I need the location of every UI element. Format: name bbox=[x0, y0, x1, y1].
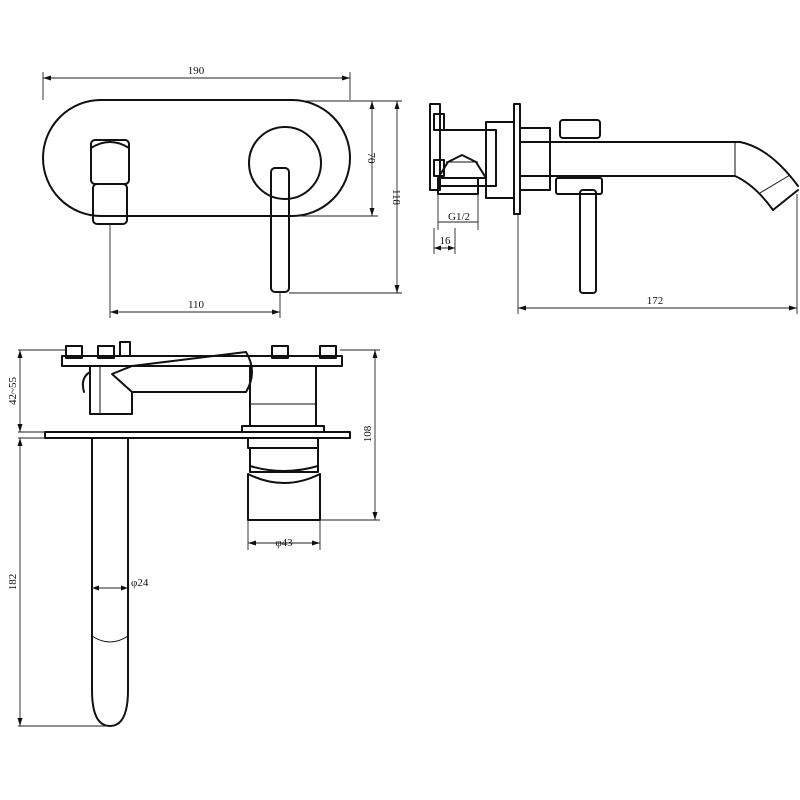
dim-spout-length-text: 182 bbox=[7, 574, 19, 591]
side-inlet-hex bbox=[437, 154, 487, 179]
top-mixer-body bbox=[249, 365, 317, 427]
top-connecting-pipe bbox=[131, 351, 253, 393]
dim-thread-text: G1/2 bbox=[448, 211, 470, 223]
dim-width-text: 190 bbox=[188, 65, 205, 77]
side-view: G1/2 16 172 bbox=[429, 103, 799, 314]
side-body bbox=[519, 127, 551, 191]
front-spout-outlet bbox=[92, 183, 128, 225]
front-handle-disc bbox=[248, 126, 322, 200]
dim-thread-length-text: 16 bbox=[440, 235, 452, 247]
dim-body-depth-text: 108 bbox=[362, 425, 374, 442]
dim-total-height-text: 118 bbox=[390, 189, 402, 206]
top-spout bbox=[91, 437, 129, 727]
top-rear-bar bbox=[61, 355, 343, 367]
top-lug-3 bbox=[271, 345, 289, 359]
side-spout bbox=[519, 141, 799, 211]
dim-centers-text: 110 bbox=[188, 299, 205, 311]
side-inlet-thread bbox=[437, 177, 479, 195]
top-view: 42~55 108 φ43 182 φ24 bbox=[7, 341, 380, 727]
dim-plate-height-text: 70 bbox=[365, 153, 377, 165]
front-view: 190 70 118 110 bbox=[42, 65, 402, 318]
top-handle bbox=[247, 473, 321, 521]
top-wall-plate bbox=[44, 431, 351, 439]
dim-adjust-range-text: 42~55 bbox=[7, 377, 19, 405]
front-cover-plate bbox=[42, 99, 351, 217]
front-lever bbox=[270, 167, 290, 293]
dim-projection-text: 172 bbox=[647, 295, 664, 307]
top-lug-2 bbox=[97, 345, 115, 359]
dim-body-dia-text: φ43 bbox=[275, 537, 293, 549]
top-lug-4 bbox=[319, 345, 337, 359]
side-handle-hub bbox=[559, 119, 601, 139]
side-spout-outlet bbox=[772, 189, 799, 211]
side-lever bbox=[579, 189, 597, 294]
front-spout-body bbox=[90, 139, 130, 185]
top-inlet-body bbox=[89, 365, 133, 415]
dim-spout-dia-text: φ24 bbox=[131, 577, 149, 589]
front-spout-curve bbox=[90, 141, 130, 149]
top-lug-1 bbox=[65, 345, 83, 359]
